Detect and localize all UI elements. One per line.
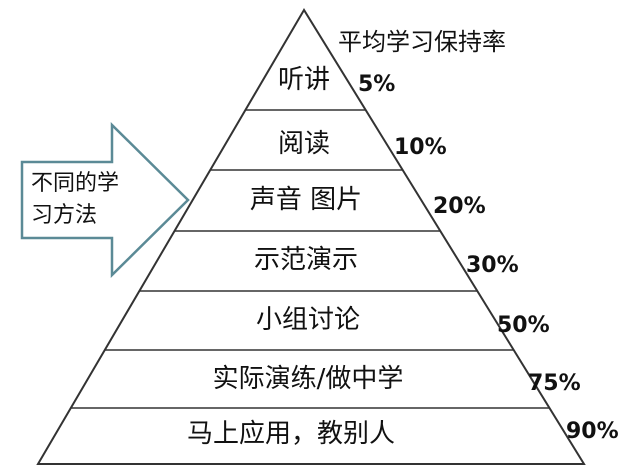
retention-rate: 75% [528,371,581,396]
retention-rate: 5% [358,72,395,97]
level-label: 小组讨论 [256,305,360,335]
arrow-label-line-1: 不同的学 [31,171,119,196]
methods-arrow [20,122,190,278]
retention-title: 平均学习保持率 [338,28,506,56]
retention-rate: 30% [466,253,519,278]
level-label: 实际演练/做中学 [213,364,404,394]
retention-rate: 20% [433,194,486,219]
level-label: 声音 图片 [250,185,362,215]
level-label: 马上应用，教别人 [187,419,395,449]
level-label: 听讲 [278,65,330,95]
pyramid-levels: 听讲 5% 阅读 10% 声音 图片 20% 示范演示 30% 小组讨论 50% 实际演练/做中学 7… [70,65,619,449]
arrow-label-line-2: 习方法 [31,203,97,228]
level-label: 示范演示 [254,245,358,275]
level-label: 阅读 [278,129,330,159]
retention-rate: 90% [566,419,619,444]
retention-rate: 50% [497,313,550,338]
retention-rate: 10% [394,135,447,160]
